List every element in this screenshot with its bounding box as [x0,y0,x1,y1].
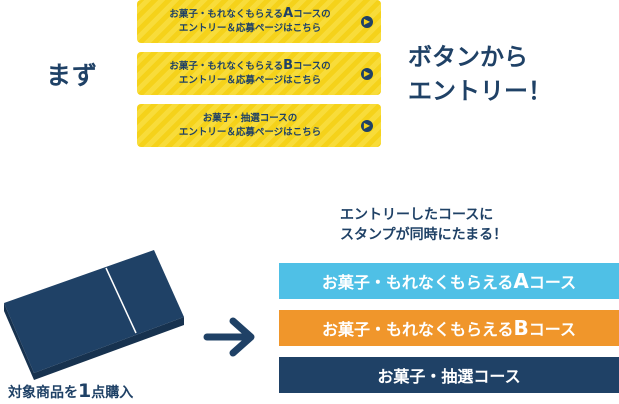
entry-button-line2: エントリー＆応募ページはこちら [178,23,322,34]
course-bar-pre: お菓子・抽選コース [377,367,521,386]
entry-button-line1-pre: お菓子・もれなくもらえる [169,61,284,72]
tagline-line1: ボタンから [408,43,528,71]
entry-button-line1-post: コースの [293,61,331,72]
course-bar-post: コース [528,320,576,339]
course-bar-pre: お菓子・もれなくもらえる [322,320,514,339]
product-purchase-label: 対象商品を1点購入 [8,380,133,402]
course-bar-post: コース [528,273,577,292]
stamp-caption-line1: エントリーしたコースに [340,207,494,223]
chevron-right-icon: ▶ [361,119,373,132]
product-label-post: 点購入 [91,385,134,401]
course-bar-letter: B [513,316,529,340]
entry-button-line2: エントリー＆応募ページはこちら [178,75,322,86]
entry-button-label: お菓子・もれなくもらえるBコースの エントリー＆応募ページはこちら [169,59,348,88]
entry-button-line1-pre: お菓子・抽選コースの [202,112,298,124]
entry-button-course-b[interactable]: お菓子・もれなくもらえるBコースの エントリー＆応募ページはこちら ▶ [137,52,381,95]
entry-button-line1-letter: B [283,58,294,73]
course-bar-letter: A [513,269,529,293]
stamp-caption: エントリーしたコースに スタンプが同時にたまる！ [340,205,507,245]
entry-button-line1-pre: お菓子・もれなくもらえる [169,9,284,20]
entry-button-label: お菓子・抽選コースの エントリー＆応募ページはこちら [179,112,339,140]
arrow-right-icon [203,317,255,357]
entry-button-course-a[interactable]: お菓子・もれなくもらえるAコースの エントリー＆応募ページはこちら ▶ [137,0,381,43]
product-label-pre: 対象商品を [8,385,78,401]
stamp-caption-line2: スタンプが同時にたまる！ [340,227,508,243]
chevron-right-icon: ▶ [361,67,373,80]
tagline-line2: エントリー！ [408,77,552,105]
entry-button-course-lottery[interactable]: お菓子・抽選コースの エントリー＆応募ページはこちら ▶ [137,104,381,147]
chevron-right-icon: ▶ [361,15,373,28]
entry-button-line1-letter: A [283,6,294,21]
course-bar-lottery: お菓子・抽選コース [279,357,619,393]
entry-button-line2: エントリー＆応募ページはこちら [178,126,322,138]
intro-tagline: ボタンから エントリー！ [408,40,552,108]
course-bar-pre: お菓子・もれなくもらえる [321,273,514,292]
intro-first-label: まず [46,61,99,90]
entry-button-label: お菓子・もれなくもらえるAコースの エントリー＆応募ページはこちら [169,7,348,36]
product-box-icon [4,250,184,380]
product-label-num: 1 [78,380,92,402]
entry-button-line1-post: コースの [293,9,331,20]
